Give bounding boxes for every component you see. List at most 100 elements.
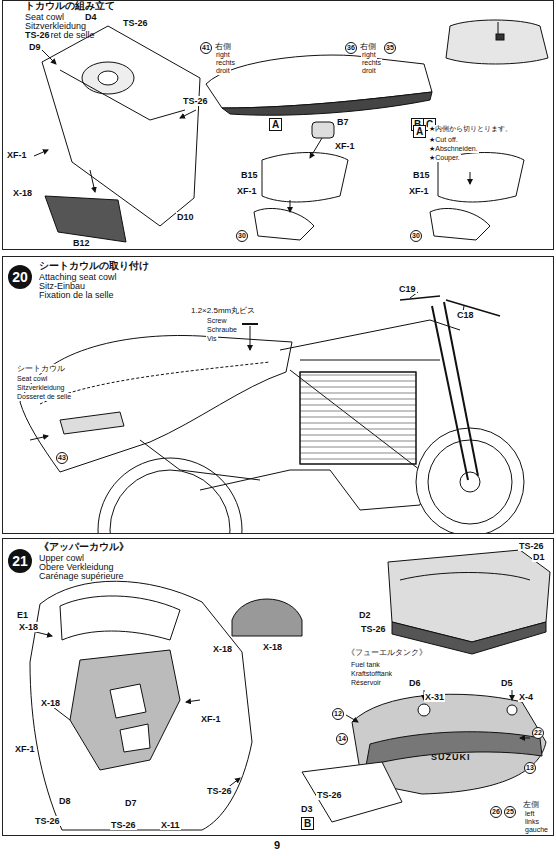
callout-number: 43 bbox=[56, 452, 68, 464]
note-text: 左側 bbox=[522, 800, 540, 809]
part-label: XF-1 bbox=[14, 744, 36, 754]
note-text: Seat cowl bbox=[16, 375, 48, 383]
step-heading: シートカウルの取り付け bbox=[39, 261, 149, 271]
callout-number: 41 bbox=[200, 42, 212, 54]
label-box: A bbox=[413, 125, 426, 138]
part-label: TS-26 bbox=[122, 18, 149, 28]
note-text: 《フューエルタンク》 bbox=[346, 648, 428, 657]
part-label: TS-26 bbox=[182, 96, 209, 106]
step-heading: Carénage supérieure bbox=[39, 571, 124, 581]
callout-number: 22 bbox=[532, 727, 544, 739]
callout-number: 30 bbox=[410, 230, 422, 242]
note-text: left bbox=[524, 810, 535, 818]
callout-number: 13 bbox=[524, 762, 536, 774]
part-label: D3 bbox=[300, 804, 314, 814]
note-text: Sitzverkleidung bbox=[16, 384, 65, 392]
part-label: TS-26 bbox=[206, 786, 233, 796]
step-heading: Obere Verkleidung bbox=[39, 562, 114, 572]
note-text: 右側 bbox=[359, 42, 377, 51]
callout-number: 36 bbox=[345, 42, 357, 54]
callout-number: 26 bbox=[490, 806, 502, 818]
label-box: A bbox=[269, 118, 282, 131]
seat-cowl-assembly bbox=[34, 26, 200, 242]
callout-number: 12 bbox=[332, 708, 344, 720]
note-text: right bbox=[215, 51, 231, 59]
part-label: TS-26 bbox=[518, 541, 545, 551]
step-panel: 《アッパーカウル》Upper cowlObere VerkleidungCaré… bbox=[2, 538, 554, 836]
part-label: XF-1 bbox=[6, 150, 28, 160]
step-heading: Seat cowl bbox=[25, 12, 64, 22]
part-label: X-31 bbox=[424, 692, 445, 702]
part-label: XF-1 bbox=[408, 186, 430, 196]
part-label: TS-26 bbox=[24, 30, 51, 40]
label-text: 21 bbox=[12, 553, 28, 569]
seat-cowl-side bbox=[206, 20, 548, 115]
note-text: rechts bbox=[361, 59, 382, 67]
callout-number: 14 bbox=[336, 733, 348, 745]
note-text: 1.2×2.5mm丸ビス bbox=[190, 306, 256, 315]
step-heading: Attaching seat cowl bbox=[39, 272, 117, 282]
seat-parts bbox=[254, 122, 524, 240]
part-label: D1 bbox=[532, 552, 546, 562]
part-label: B15 bbox=[412, 170, 431, 180]
step-heading: トカウルの組み立て bbox=[25, 1, 115, 11]
part-label: C18 bbox=[456, 310, 475, 320]
note-text: ★Cut off. bbox=[428, 136, 459, 144]
part-label: TS-26 bbox=[316, 790, 343, 800]
page-number: 9 bbox=[273, 840, 281, 850]
seat-unit-and-tank bbox=[302, 550, 550, 822]
step-heading: Upper cowl bbox=[39, 553, 84, 563]
decal-text: SUZUKI bbox=[430, 752, 472, 762]
step-number: 20 bbox=[8, 265, 32, 289]
note-text: Vis bbox=[206, 335, 218, 343]
part-label: XF-1 bbox=[334, 141, 356, 151]
part-label: TS-26 bbox=[110, 820, 137, 830]
step-heading: Sitz-Einbau bbox=[39, 281, 85, 291]
part-label: C19 bbox=[398, 284, 417, 294]
note-text: ★Couper. bbox=[428, 154, 461, 162]
part-label: X-18 bbox=[212, 644, 233, 654]
part-label: B7 bbox=[336, 117, 350, 127]
part-label: X-18 bbox=[12, 188, 33, 198]
step-heading: Fixation de la selle bbox=[39, 290, 114, 300]
note-text: ★内側から切りとります。 bbox=[428, 125, 513, 133]
part-label: B12 bbox=[72, 238, 91, 248]
callout-number: 35 bbox=[384, 42, 396, 54]
note-text: Réservoir bbox=[350, 679, 382, 687]
note-text: gauche bbox=[524, 826, 549, 834]
note-text: droit bbox=[215, 67, 231, 75]
note-text: Fuel tank bbox=[350, 661, 381, 669]
label-text: B bbox=[304, 818, 311, 829]
note-text: シートカウル bbox=[16, 364, 66, 373]
step-heading: 《アッパーカウル》 bbox=[39, 542, 129, 552]
note-text: Kraftstofftank bbox=[350, 670, 393, 678]
part-label: D5 bbox=[500, 678, 514, 688]
part-label: B15 bbox=[240, 170, 259, 180]
part-label: X-18 bbox=[40, 698, 61, 708]
step-number: 21 bbox=[8, 549, 32, 573]
part-label: D9 bbox=[28, 42, 42, 52]
part-label: D2 bbox=[358, 610, 372, 620]
note-text: droit bbox=[361, 67, 377, 75]
part-label: XF-1 bbox=[236, 186, 258, 196]
part-label: X-18 bbox=[262, 642, 283, 652]
part-label: TS-26 bbox=[360, 624, 387, 634]
note-text: Schraube bbox=[206, 326, 238, 334]
part-label: X-11 bbox=[160, 820, 181, 830]
part-label: D10 bbox=[176, 212, 195, 222]
note-text: right bbox=[361, 51, 377, 59]
step-panel: シートカウルの取り付けAttaching seat cowlSitz-Einba… bbox=[2, 256, 554, 534]
label-text: 20 bbox=[12, 269, 28, 285]
callout-number: 30 bbox=[236, 230, 248, 242]
part-label: D7 bbox=[124, 798, 138, 808]
note-text: ★Abschneiden. bbox=[428, 145, 479, 153]
callout-number: 25 bbox=[504, 806, 516, 818]
note-text: rechts bbox=[215, 59, 236, 67]
part-label: E1 bbox=[16, 610, 29, 620]
upper-cowl bbox=[30, 581, 302, 830]
label-text: A bbox=[272, 119, 279, 130]
part-label: X-4 bbox=[518, 692, 534, 702]
note-text: Dosseret de selle bbox=[16, 393, 72, 401]
part-label: D6 bbox=[408, 678, 422, 688]
